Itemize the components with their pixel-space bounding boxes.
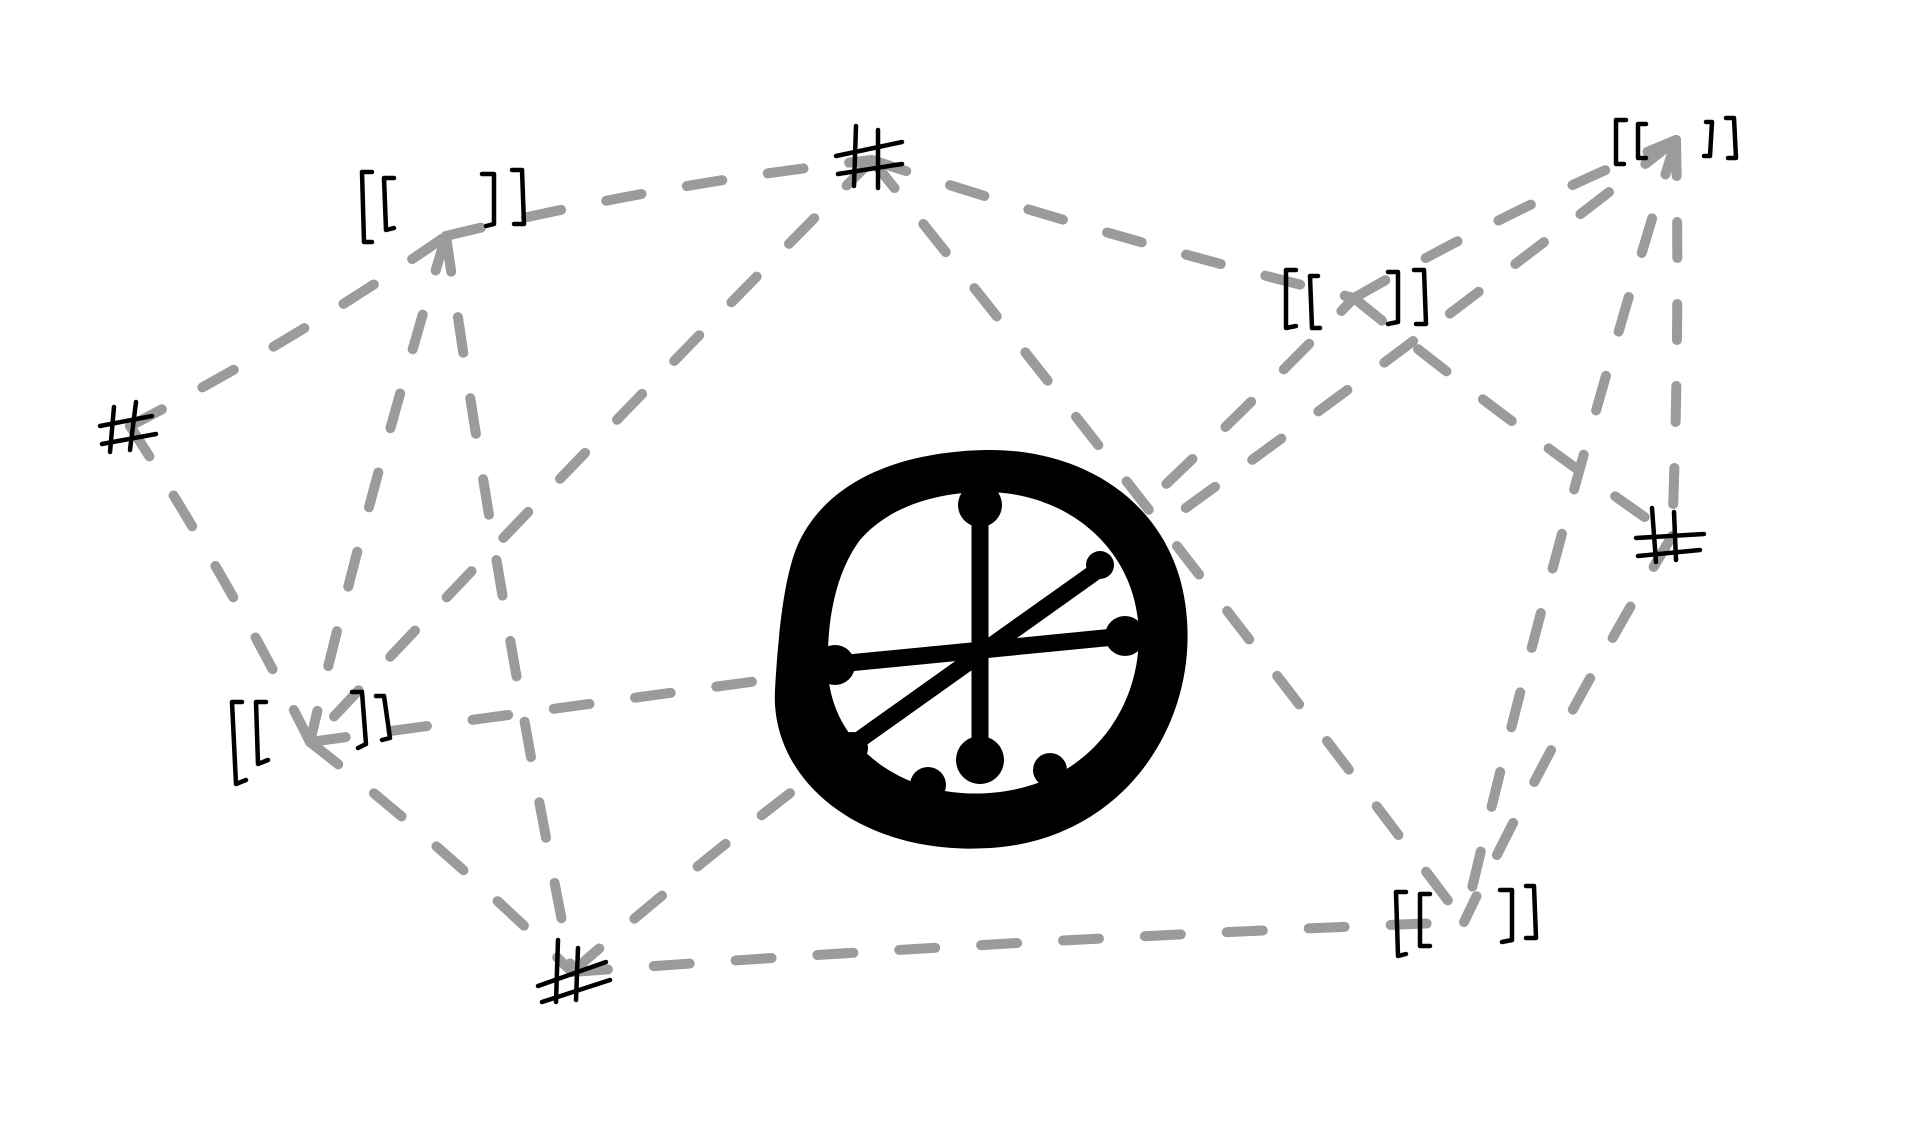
edge-n7-hub: [567, 645, 990, 977]
edge-layer: [125, 135, 1683, 977]
hash-icon: [97, 399, 159, 455]
double-bracket-icon: [1393, 883, 1539, 959]
hash-icon: [833, 123, 905, 191]
edge-n1-n7: [441, 231, 577, 977]
edge-n2-n4: [125, 421, 315, 747]
hub-spoke-knob: [910, 767, 946, 803]
double-bracket-icon: [229, 689, 393, 787]
hub-spoke-knob: [958, 483, 1002, 527]
edge-n7-n9: [567, 917, 1469, 977]
hash-icon: [1633, 505, 1707, 565]
edge-n6-n8: [1667, 135, 1683, 541]
edge-n1-n4: [305, 231, 451, 747]
hub-spoke-knob: [956, 736, 1004, 784]
hash-icon: [535, 937, 613, 1005]
hub-spoke-diagonal: [836, 556, 1114, 759]
edge-n3-n4: [305, 155, 877, 747]
hub-spoke-knob: [815, 645, 855, 685]
hub-spoke-knob: [1033, 753, 1067, 787]
edge-n5-n8: [1349, 293, 1677, 541]
edge-n8-n9: [1459, 531, 1677, 927]
edge-n6-n9: [1459, 135, 1681, 927]
double-bracket-icon: [1283, 267, 1429, 331]
edge-n3-n5: [867, 155, 1359, 303]
edge-hub-n6: [980, 135, 1681, 655]
double-bracket-icon: [1613, 115, 1739, 167]
hub-spoke-knob: [1105, 616, 1145, 656]
edge-n3-n9: [867, 155, 1469, 927]
edge-n5-n6: [1349, 135, 1681, 303]
double-bracket-icon: [359, 167, 527, 245]
wheel-hub-icon: [774, 449, 1188, 849]
edge-n4-n7: [305, 737, 577, 977]
hub-spoke-knob: [836, 732, 868, 764]
hub-spoke-knob: [1086, 551, 1114, 579]
edge-n2-n1: [125, 231, 451, 431]
edge-hub-n5: [980, 293, 1359, 655]
